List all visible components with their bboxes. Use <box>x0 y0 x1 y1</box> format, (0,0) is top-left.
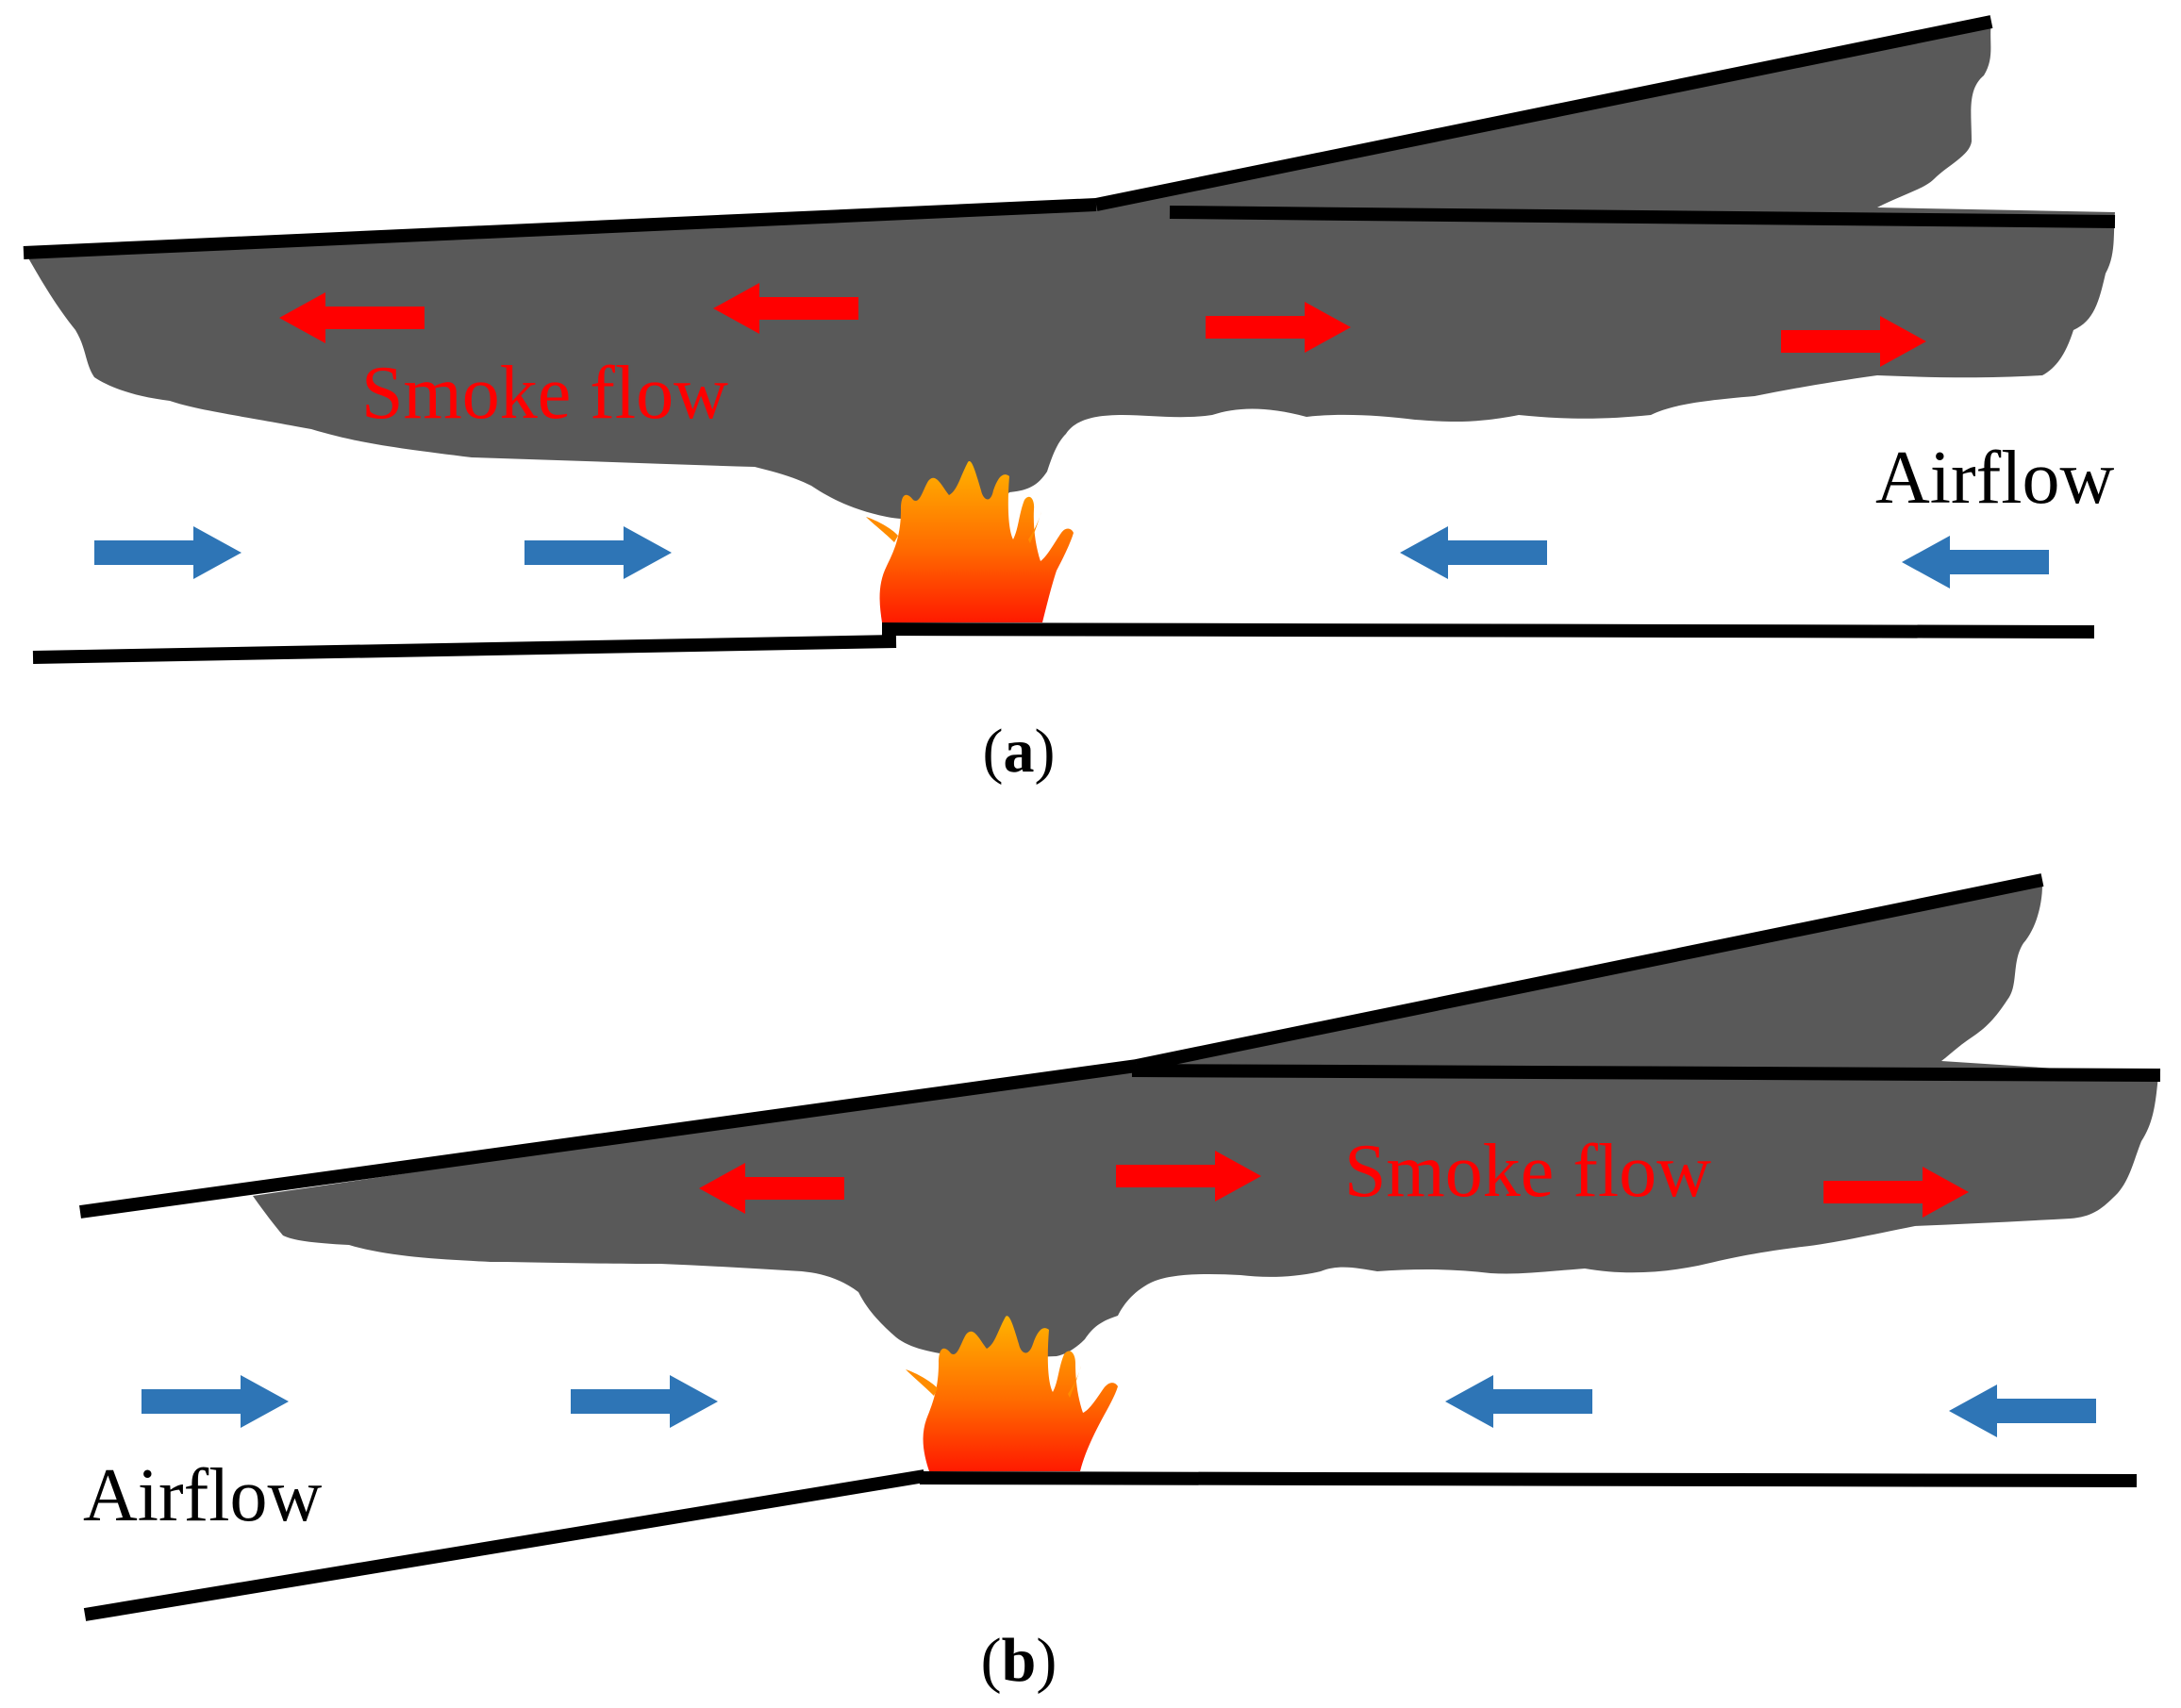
floor-right <box>919 1471 2138 1487</box>
ceiling-flat <box>1169 206 2116 228</box>
ceiling-slope <box>23 198 1097 259</box>
ceiling-slope <box>79 1059 1138 1219</box>
ceiling-upper <box>1135 873 2044 1072</box>
air-arrow-right-1 <box>94 526 241 579</box>
ceiling-flat <box>1131 1064 2161 1082</box>
panel-a: Smoke flow Airflow (a) <box>23 15 2116 786</box>
smoke-arrow-left-1 <box>279 292 425 343</box>
fire-icon <box>879 461 1074 622</box>
smoke-arrow-right-1 <box>1206 302 1351 353</box>
panel-b: Smoke flow Airflow (b) <box>79 873 2161 1695</box>
ceiling-upper <box>1094 15 1993 211</box>
smoke-arrow-right-1 <box>1116 1151 1261 1202</box>
air-arrow-left-1 <box>1400 526 1547 579</box>
smoke-arrow-right-2 <box>1823 1167 1969 1218</box>
smoke-layer <box>253 885 2158 1357</box>
smoke-flow-label: Smoke flow <box>1344 1130 1711 1213</box>
air-arrow-right-2 <box>524 526 672 579</box>
smoke-arrow-right-2 <box>1781 316 1926 367</box>
air-arrow-left-1 <box>1445 1375 1592 1428</box>
fire-tongue-left <box>866 517 898 542</box>
smoke-arrow-left-1 <box>699 1163 844 1214</box>
fire-icon <box>923 1316 1118 1471</box>
fire-tongue-left <box>906 1369 938 1396</box>
fire-tongue-right <box>1028 511 1041 543</box>
fire-tongue-right <box>1068 1366 1081 1398</box>
airflow-label: Airflow <box>1875 437 2115 520</box>
floor-slope <box>83 1469 926 1621</box>
smoke-layer <box>26 22 2115 520</box>
air-arrow-left-2 <box>1949 1385 2096 1437</box>
airflow-label: Airflow <box>83 1454 323 1537</box>
smoke-arrow-left-2 <box>713 283 858 334</box>
air-arrow-left-2 <box>1902 536 2049 589</box>
panel-caption: (b) <box>981 1626 1057 1695</box>
floor-left <box>32 635 897 664</box>
air-arrow-right-1 <box>142 1375 289 1428</box>
panel-caption: (a) <box>983 717 1056 786</box>
floor-right <box>881 622 2095 638</box>
smoke-flow-label: Smoke flow <box>361 352 728 435</box>
air-arrow-right-2 <box>571 1375 718 1428</box>
